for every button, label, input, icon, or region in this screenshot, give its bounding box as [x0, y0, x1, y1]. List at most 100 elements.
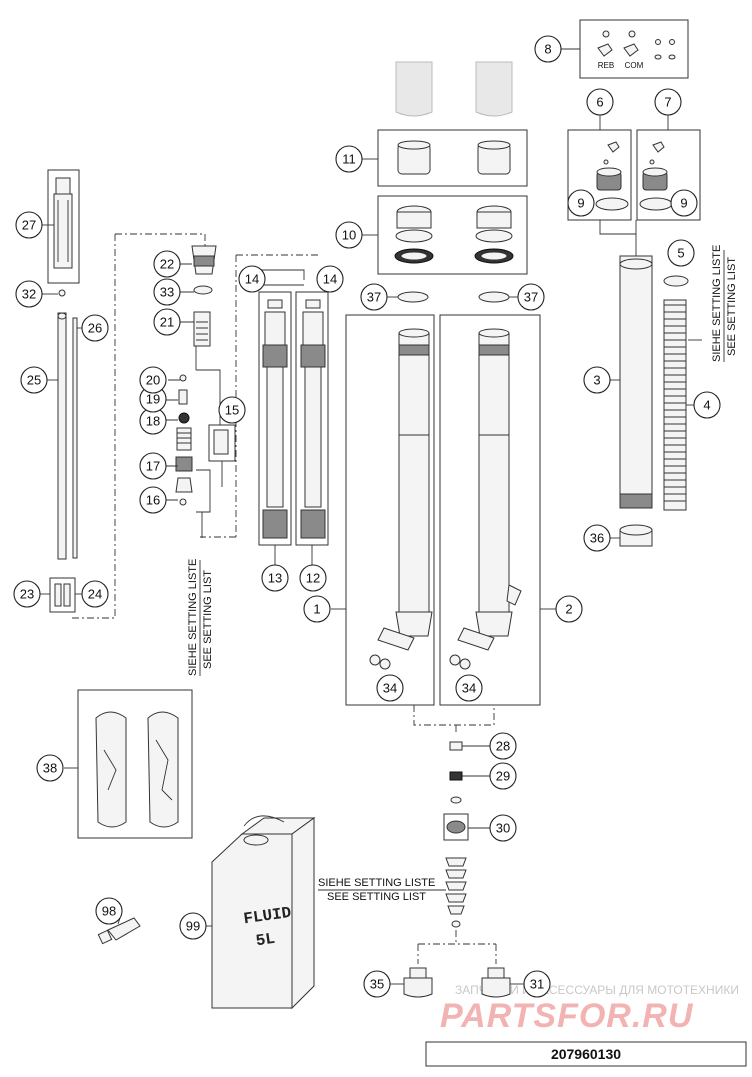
grease-tube-98 — [97, 917, 141, 945]
reb-label: REB — [598, 61, 614, 70]
callout-33: 33 — [153, 278, 181, 306]
svg-text:9: 9 — [680, 196, 687, 211]
svg-text:8: 8 — [544, 42, 551, 57]
inner-tube-3 — [619, 255, 653, 509]
callout-10: 10 — [335, 221, 363, 249]
orings-37 — [397, 291, 510, 303]
svg-text:22: 22 — [160, 257, 174, 272]
callout-1: 1 — [303, 595, 331, 623]
callout-15: 15 — [218, 396, 246, 424]
svg-text:5: 5 — [677, 246, 684, 261]
callout-30: 30 — [489, 814, 517, 842]
svg-text:16: 16 — [146, 493, 160, 508]
callout-38: 38 — [36, 754, 64, 782]
fluid-can-99: FLUID 5L — [211, 815, 316, 1010]
caps-6-7 — [595, 141, 673, 211]
svg-text:17: 17 — [146, 459, 160, 474]
setting-note-en-right: SEE SETTING LIST — [726, 257, 738, 356]
nut-36 — [619, 524, 653, 547]
adjuster-set-group: REB COM — [579, 19, 689, 79]
callout-16: 16 — [139, 486, 167, 514]
svg-text:36: 36 — [590, 531, 604, 546]
diagram-number-box — [425, 1041, 747, 1067]
outer-tube-1 — [369, 328, 433, 670]
svg-text:99: 99 — [186, 919, 200, 934]
svg-text:23: 23 — [20, 587, 34, 602]
callout-9b: 9 — [670, 189, 698, 217]
svg-text:26: 26 — [88, 321, 102, 336]
svg-text:28: 28 — [496, 739, 510, 754]
svg-text:2: 2 — [565, 602, 572, 617]
svg-text:1: 1 — [313, 602, 320, 617]
callout-26: 26 — [81, 314, 109, 342]
svg-text:32: 32 — [22, 287, 36, 302]
svg-text:14: 14 — [323, 272, 337, 287]
setting-note-de-right: SIEHE SETTING LISTE — [711, 245, 723, 362]
callout-6: 6 — [586, 88, 614, 116]
svg-text:98: 98 — [102, 904, 116, 919]
callout-19: 19 — [139, 385, 167, 413]
ring-5 — [663, 275, 689, 287]
callout-24: 24 — [81, 580, 109, 608]
svg-text:11: 11 — [342, 152, 356, 167]
fork-guards-38 — [95, 711, 179, 828]
callout-31: 31 — [523, 970, 551, 998]
callout-12: 12 — [299, 564, 327, 592]
bottom-valve-stack — [403, 741, 511, 998]
svg-text:24: 24 — [88, 587, 102, 602]
callout-37b: 37 — [517, 283, 545, 311]
callout-2: 2 — [555, 595, 583, 623]
callout-4: 4 — [693, 391, 721, 419]
svg-text:15: 15 — [225, 403, 239, 418]
callout-11: 11 — [335, 145, 363, 173]
diagram-number: 207960130 — [551, 1046, 621, 1062]
callout-25: 25 — [20, 366, 48, 394]
spring-4 — [663, 299, 687, 511]
callout-14a: 14 — [238, 265, 266, 293]
callout-36: 36 — [583, 524, 611, 552]
callout-34b: 34 — [455, 674, 483, 702]
callout-37a: 37 — [360, 283, 388, 311]
svg-text:35: 35 — [370, 977, 384, 992]
callout-99: 99 — [179, 912, 207, 940]
setting-note-de-center: SIEHE SETTING LISTE — [318, 877, 435, 889]
callout-18: 18 — [139, 407, 167, 435]
svg-text:3: 3 — [593, 373, 600, 388]
callout-13: 13 — [261, 564, 289, 592]
svg-text:13: 13 — [268, 571, 282, 586]
svg-text:30: 30 — [496, 821, 510, 836]
callout-3: 3 — [583, 366, 611, 394]
callout-23: 23 — [13, 580, 41, 608]
bushing-pair-11 — [397, 140, 511, 175]
rod-assembly-left — [49, 177, 78, 613]
svg-text:4: 4 — [703, 398, 710, 413]
svg-text:21: 21 — [160, 315, 174, 330]
valve-parts-left — [175, 245, 236, 506]
callout-8: 8 — [534, 35, 562, 63]
svg-text:27: 27 — [22, 218, 36, 233]
callout-20: 20 — [139, 366, 167, 394]
svg-text:19: 19 — [146, 392, 160, 407]
svg-text:7: 7 — [664, 95, 671, 110]
callout-28: 28 — [489, 732, 517, 760]
svg-text:33: 33 — [160, 285, 174, 300]
callout-5: 5 — [667, 239, 695, 267]
svg-text:34: 34 — [462, 681, 476, 696]
svg-text:29: 29 — [496, 769, 510, 784]
callout-98: 98 — [95, 897, 123, 925]
callout-7: 7 — [654, 88, 682, 116]
ghost-fork-tops — [395, 61, 513, 117]
callout-27: 27 — [15, 211, 43, 239]
callout-14b: 14 — [316, 265, 344, 293]
volume-label: 5L — [255, 930, 277, 950]
callout-29: 29 — [489, 762, 517, 790]
setting-note-en-center: SEE SETTING LIST — [327, 891, 426, 903]
svg-text:18: 18 — [146, 414, 160, 429]
svg-text:38: 38 — [43, 761, 57, 776]
callout-22: 22 — [153, 250, 181, 278]
svg-text:12: 12 — [306, 571, 320, 586]
watermark-line2: PARTSFOR.RU — [440, 997, 694, 1035]
svg-text:34: 34 — [383, 681, 397, 696]
setting-note-de-left: SIEHE SETTING LISTE — [187, 559, 199, 676]
